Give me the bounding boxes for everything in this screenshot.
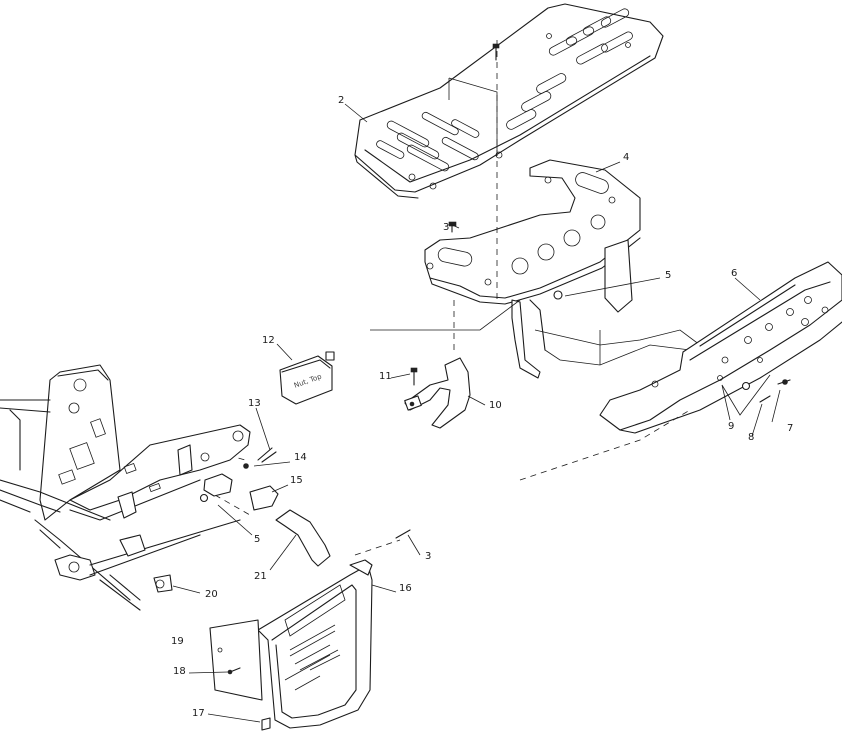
callout-19: 19 (171, 636, 184, 647)
callout-8: 8 (748, 432, 755, 443)
leader-lines (172, 103, 781, 723)
callout-5: 5 (665, 270, 672, 281)
callout-6: 6 (731, 268, 738, 279)
screw-part-11 (410, 367, 418, 386)
callout-9: 9 (728, 421, 735, 432)
callout-5-lower: 5 (254, 534, 261, 545)
callout-16: 16 (399, 583, 412, 594)
guard-part-16 (257, 559, 373, 729)
rack-top-part-2 (354, 3, 664, 199)
bracket-part-10 (404, 357, 471, 429)
callout-20: 20 (205, 589, 218, 600)
callout-17: 17 (192, 708, 205, 719)
rack-base-part-4 (424, 159, 641, 379)
callout-4: 4 (623, 152, 630, 163)
callout-3-lower: 3 (425, 551, 432, 562)
screw-top (492, 43, 500, 61)
bumper-part-6 (599, 261, 842, 434)
callout-14: 14 (294, 452, 307, 463)
callout-10: 10 (489, 400, 502, 411)
frame-chassis (0, 364, 251, 611)
callout-3: 3 (443, 222, 450, 233)
callout-2: 2 (338, 95, 345, 106)
flap-part-19 (209, 619, 263, 701)
callout-18: 18 (173, 666, 186, 677)
callout-11: 11 (379, 371, 392, 382)
grommet-part-20 (153, 574, 173, 593)
callout-13: 13 (248, 398, 261, 409)
callout-7: 7 (787, 423, 794, 434)
reflector-part-12: Nut, Top (279, 351, 335, 405)
callout-21: 21 (254, 571, 267, 582)
callout-12: 12 (262, 335, 275, 346)
callout-15: 15 (290, 475, 303, 486)
screw-part-3-upper (448, 221, 457, 233)
